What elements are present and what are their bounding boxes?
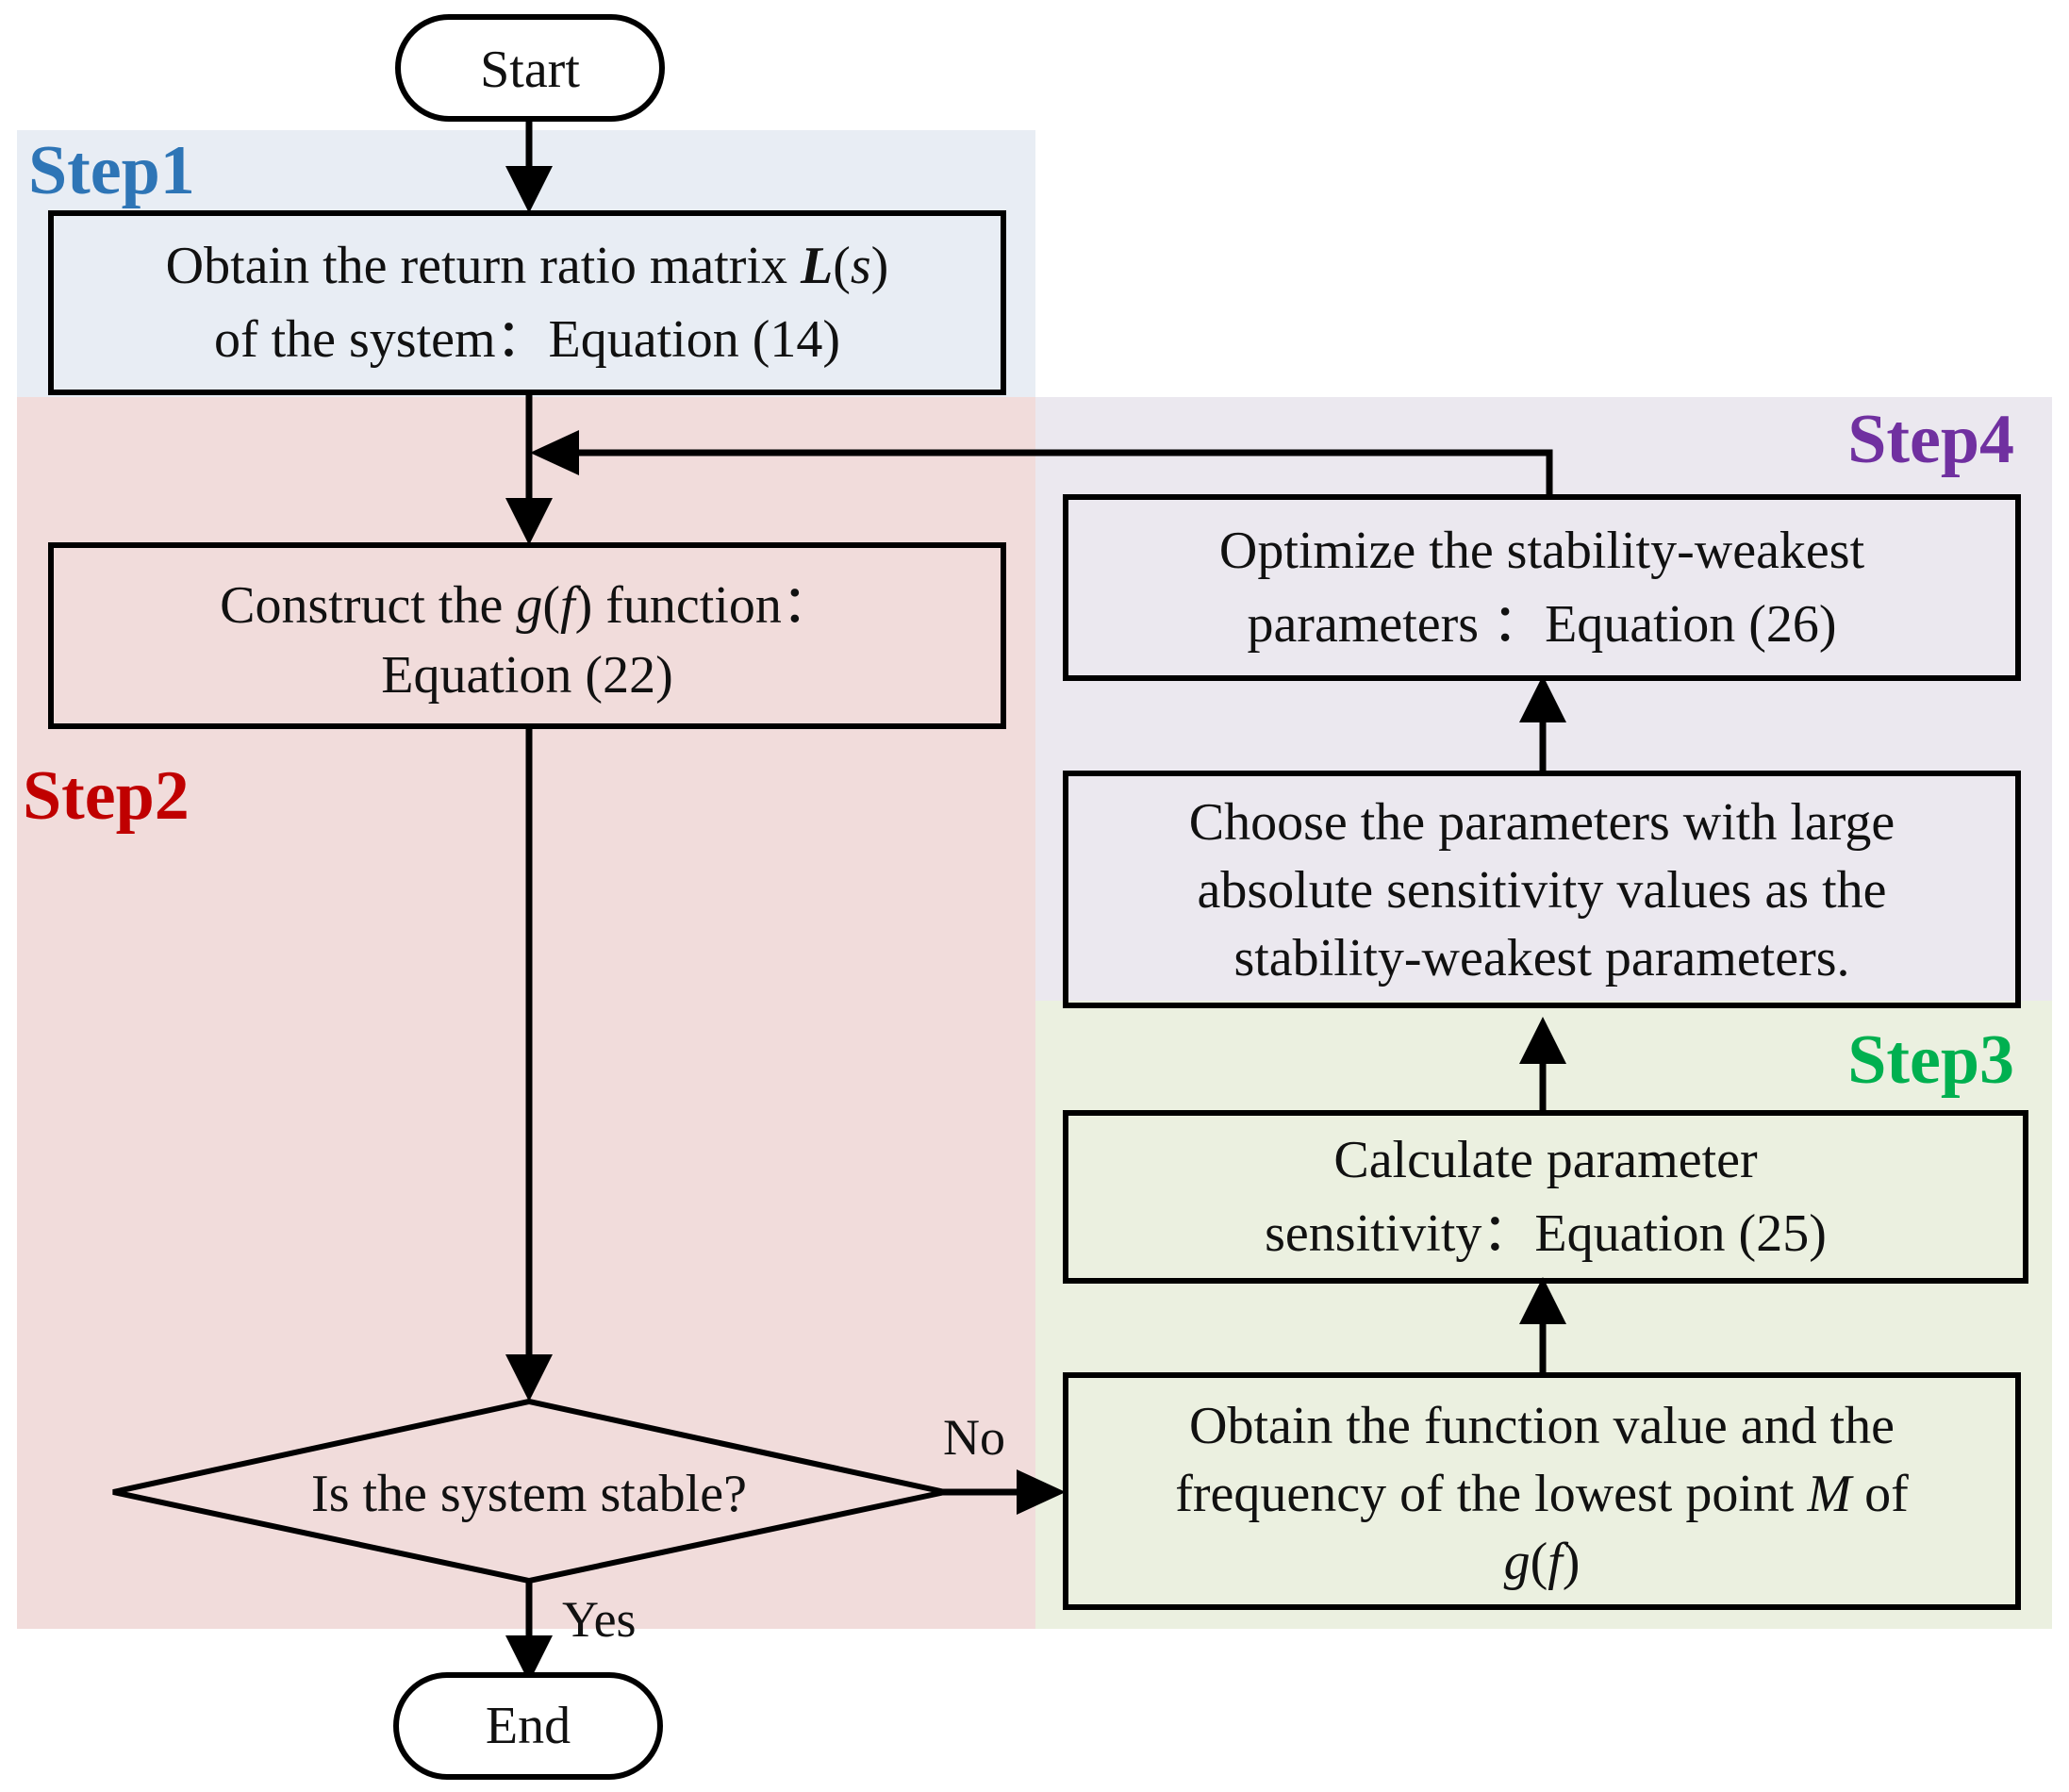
optimize-box: Optimize the stability-weakest parameter… — [1063, 494, 2021, 681]
arrowhead-loop-back — [530, 430, 579, 475]
start-label: Start — [480, 41, 580, 99]
optimize-line1: Optimize the stability-weakest — [1219, 522, 1865, 580]
step4-label: Step4 — [1847, 401, 2014, 478]
construct-g-line2: Equation (22) — [381, 646, 672, 705]
yes-label: Yes — [562, 1591, 637, 1648]
calculate-sensitivity-box: Calculate parameter sensitivity：Equation… — [1063, 1110, 2028, 1284]
obtain-function-value-line2: frequency of the lowest point M of — [1175, 1465, 1909, 1523]
connectors — [525, 121, 1553, 1637]
obtain-function-value-box: Obtain the function value and the freque… — [1063, 1372, 2021, 1610]
arrowhead-into-optimize — [1519, 675, 1566, 722]
obtain-function-value-line3: g(f) — [1504, 1533, 1581, 1591]
start-node: Start — [395, 14, 665, 122]
calculate-sensitivity-line2: sensitivity：Equation (25) — [1265, 1204, 1827, 1263]
end-node: End — [393, 1672, 663, 1780]
choose-parameters-line2: absolute sensitivity values as the — [1198, 861, 1887, 920]
obtain-function-value-line1: Obtain the function value and the — [1189, 1397, 1895, 1455]
end-label: End — [486, 1697, 571, 1755]
arrowhead-into-end — [505, 1635, 553, 1683]
arrowhead-into-step1 — [505, 166, 553, 213]
construct-g-line1: Construct the g(f) function： — [220, 576, 835, 635]
construct-g-box: Construct the g(f) function： Equation (2… — [48, 542, 1006, 729]
choose-parameters-line1: Choose the parameters with large — [1189, 793, 1895, 852]
arrowheads — [505, 166, 1566, 1683]
edge-optimize-loop-back — [577, 449, 1553, 495]
obtain-return-ratio-box: Obtain the return ratio matrix L(s) of t… — [48, 210, 1006, 395]
choose-parameters-line3: stability-weakest parameters. — [1233, 929, 1849, 987]
calculate-sensitivity-line1: Calculate parameter — [1333, 1131, 1758, 1189]
step3-label: Step3 — [1847, 1021, 2014, 1099]
arrowhead-into-construct — [505, 498, 553, 545]
obtain-return-ratio-line1: Obtain the return ratio matrix L(s) — [166, 237, 889, 295]
step2-label: Step2 — [23, 757, 190, 835]
arrowhead-no-to-obtain — [1017, 1469, 1066, 1515]
no-label: No — [943, 1409, 1005, 1466]
decision-node: Is the system stable? — [112, 1398, 946, 1585]
arrowhead-into-decision — [505, 1354, 553, 1402]
optimize-line2: parameters ：Equation (26) — [1247, 595, 1836, 654]
step1-label: Step1 — [28, 132, 195, 209]
decision-label: Is the system stable? — [311, 1465, 747, 1523]
arrowhead-into-choose — [1519, 1017, 1566, 1064]
arrowhead-into-calculate — [1519, 1277, 1566, 1324]
choose-parameters-box: Choose the parameters with large absolut… — [1063, 771, 2021, 1008]
obtain-return-ratio-line2: of the system：Equation (14) — [214, 310, 840, 369]
